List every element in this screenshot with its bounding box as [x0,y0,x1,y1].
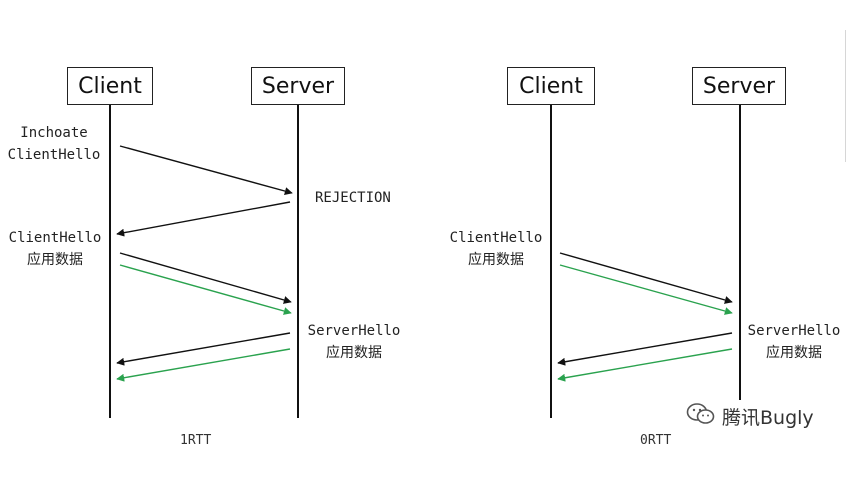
message-line: ClientHello [8,230,102,246]
server-box-1rtt: Server [251,67,345,105]
client-label: Client [519,73,583,99]
client-label: Client [78,73,142,99]
arrow-rejection [116,201,291,237]
message-rejection: REJECTION [315,190,391,206]
message-line: ServerHello [747,323,841,339]
message-line: ServerHello [307,323,401,339]
arrow-app-data-client-0rtt [559,264,733,315]
arrow-clienthello-1rtt [119,252,292,304]
message-inchoate-clienthello: Inchoate ClientHello [4,122,104,166]
arrow-app-data-server-1rtt [116,348,291,382]
message-serverhello-1rtt: ServerHello 应用数据 [306,320,402,364]
message-line: ClientHello [449,230,543,246]
watermark: 腾讯Bugly [686,402,814,431]
server-label: Server [261,73,335,99]
arrow-clienthello-0rtt [559,252,733,304]
caption-1rtt: 1RTT [180,433,212,448]
message-line: 应用数据 [326,345,382,361]
arrow-serverhello-0rtt [557,332,733,366]
client-box-1rtt: Client [67,67,153,105]
message-clienthello-0rtt: ClientHello 应用数据 [446,227,546,271]
message-line: 应用数据 [27,252,83,268]
watermark-text: 腾讯Bugly [722,407,814,429]
message-line: Inchoate [20,125,88,141]
wechat-icon [686,402,716,431]
message-clienthello-1rtt: ClientHello 应用数据 [4,227,106,271]
arrow-app-data-server-0rtt [557,348,733,382]
right-edge-divider [845,30,846,162]
message-line: 应用数据 [766,345,822,361]
caption-0rtt: 0RTT [640,433,672,448]
arrow-inchoate-clienthello [119,145,293,195]
server-box-0rtt: Server [692,67,786,105]
message-line: ClientHello [7,147,101,163]
message-serverhello-0rtt: ServerHello 应用数据 [746,320,842,364]
arrow-serverhello-1rtt [116,332,291,366]
arrow-app-data-client-1rtt [119,264,292,315]
server-label: Server [702,73,776,99]
client-box-0rtt: Client [507,67,595,105]
message-line: 应用数据 [468,252,524,268]
